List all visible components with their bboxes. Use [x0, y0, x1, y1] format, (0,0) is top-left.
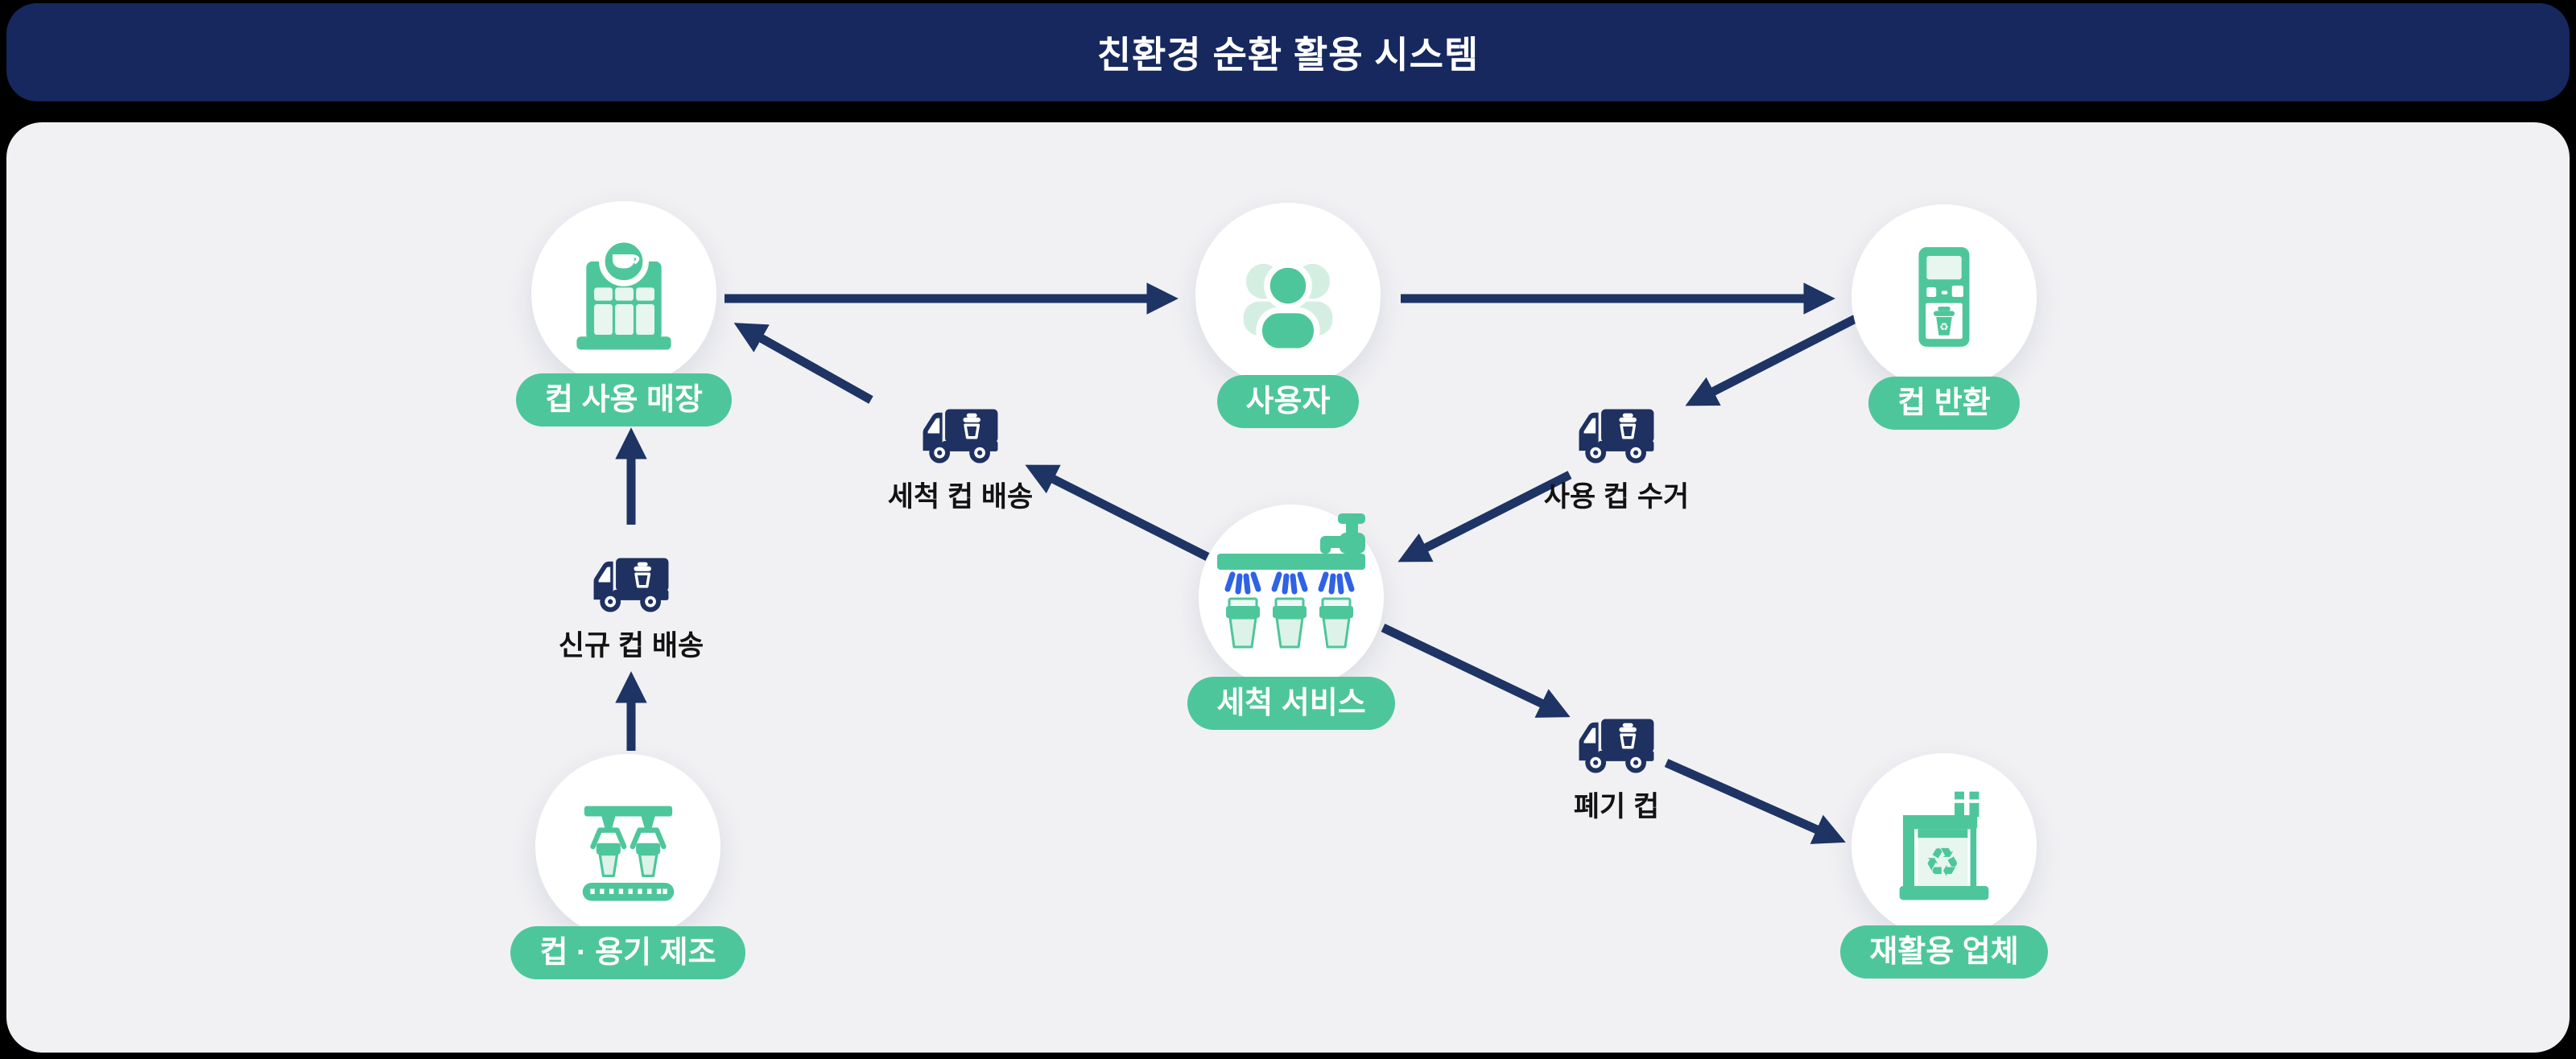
transport-washed-cup-delivery: 세척 컵 배송 — [856, 406, 1065, 515]
arrow-waste-to-recycler — [1664, 758, 1846, 844]
users-icon — [1243, 262, 1333, 355]
node-manufacture: 컵 · 용기 제조 — [510, 754, 745, 979]
truck-icon — [593, 558, 669, 612]
header-bar: 친환경 순환 활용 시스템 — [6, 3, 2570, 101]
recycler-circle: ♻ — [1852, 753, 2037, 938]
node-user: 사용자 — [1183, 203, 1393, 428]
arrow-washing-to-delivery — [1025, 464, 1210, 561]
recycler-label: 재활용 업체 — [1840, 925, 2048, 979]
arrow-collection-to-washing — [1397, 471, 1572, 562]
washed-cup-delivery-label: 세척 컵 배송 — [887, 481, 1034, 513]
node-cup-return: ♻ 컵 반환 — [1839, 204, 2049, 430]
svg-text:♻: ♻ — [1924, 840, 1960, 885]
factory-claw-icon — [582, 806, 674, 901]
washing-circle — [1199, 505, 1384, 690]
transport-used-cup-collection: 사용 컵 수거 — [1512, 406, 1721, 515]
transport-new-cup-delivery: 신규 컵 배송 — [526, 555, 736, 664]
cup-return-circle: ♻ — [1852, 204, 2037, 389]
manufacture-label: 컵 · 용기 제조 — [510, 926, 745, 979]
user-label: 사용자 — [1216, 375, 1360, 428]
arrow-cup-return-to-collection — [1685, 315, 1858, 406]
truck-icon — [1579, 409, 1654, 464]
arrow-delivery-to-store — [733, 323, 873, 404]
washing-label: 세척 서비스 — [1187, 677, 1395, 730]
recycle-factory-icon: ♻ — [1899, 791, 1989, 900]
return-kiosk-icon: ♻ — [1918, 247, 1970, 347]
truck-icon — [923, 409, 998, 464]
transport-waste-cup: 폐기 컵 — [1512, 716, 1721, 825]
user-circle — [1195, 203, 1381, 388]
new-cup-delivery-label: 신규 컵 배송 — [558, 630, 704, 661]
page-title: 친환경 순환 활용 시스템 — [1096, 34, 1480, 76]
node-recycler: ♻ 재활용 업체 — [1839, 753, 2049, 979]
washing-icon — [1217, 513, 1365, 649]
used-cup-collection-label: 사용 컵 수거 — [1543, 481, 1690, 513]
cup-return-label: 컵 반환 — [1868, 377, 2020, 430]
waste-cup-label: 폐기 컵 — [1573, 791, 1660, 822]
store-circle — [531, 201, 716, 386]
node-store: 컵 사용 매장 — [516, 201, 732, 426]
truck-icon — [1579, 719, 1654, 773]
store-icon — [576, 236, 671, 350]
arrow-washing-to-waste — [1381, 624, 1571, 718]
node-washing: 세척 서비스 — [1187, 505, 1396, 730]
store-label: 컵 사용 매장 — [516, 373, 732, 426]
svg-text:♻: ♻ — [1939, 320, 1949, 332]
manufacture-circle — [535, 754, 720, 939]
